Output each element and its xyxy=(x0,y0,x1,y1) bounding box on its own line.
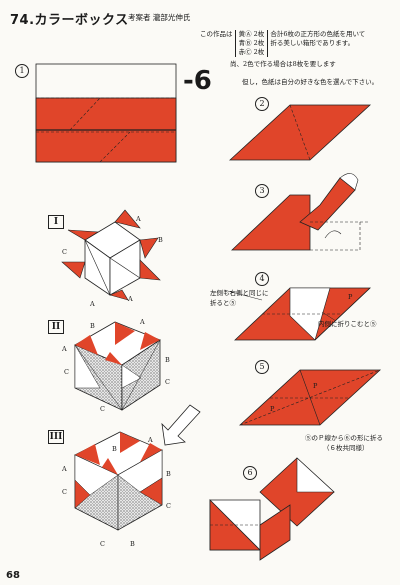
label-a-3: A xyxy=(90,300,95,308)
stage-label-3: III xyxy=(48,430,64,444)
leader-lines xyxy=(223,289,337,322)
page-number: 68 xyxy=(6,570,20,581)
label-b-3: B xyxy=(165,356,170,364)
caption-left-side-line1: 左側も右側と同じに xyxy=(210,289,269,297)
author-label: 考案者 xyxy=(128,13,151,22)
color-item-b: 青Ⓑ 2枚 xyxy=(238,39,265,47)
label-c-3: C xyxy=(165,378,170,386)
label-b-1: B xyxy=(158,236,163,244)
label-c-5: C xyxy=(62,488,67,496)
info-block: この作品は 黄Ⓐ 2枚 青Ⓑ 2枚 赤Ⓒ 2枚 合計6枚の正方形の色紙を用いて … xyxy=(200,30,365,57)
direction-arrow xyxy=(161,404,201,446)
label-b-5: B xyxy=(166,470,171,478)
author-name: 瀧部光伸氏 xyxy=(152,13,191,22)
label-c-1: C xyxy=(62,248,67,256)
step5-diagram xyxy=(238,369,382,426)
step3-diagram xyxy=(230,173,370,251)
step4-diagram xyxy=(233,287,372,341)
label-c-7: C xyxy=(100,540,105,548)
label-b-4: B xyxy=(112,445,117,453)
label-a-7: A xyxy=(62,465,67,473)
label-p-2: P xyxy=(313,382,318,390)
caption-inner-fold: 内側に折りこむと⑤ xyxy=(318,320,377,328)
color-item-a: 黄Ⓐ 2枚 xyxy=(238,30,265,38)
label-c-2: C xyxy=(64,368,69,376)
step2-diagram xyxy=(228,104,372,161)
stage-label-2: II xyxy=(48,320,64,334)
label-a-5: A xyxy=(62,345,67,353)
color-item-c: 赤Ⓒ 2枚 xyxy=(238,48,265,56)
label-p-3: P xyxy=(270,405,275,413)
label-c-6: C xyxy=(166,502,171,510)
caption-left-side-line2: 折ると⑤ xyxy=(210,299,236,307)
label-c-4: C xyxy=(100,405,105,413)
note-color-choice: 但し，色紙は自分の好きな色を選んで下さい。 xyxy=(242,78,379,86)
cube-stage-3 xyxy=(74,431,163,531)
label-a-2: A xyxy=(128,295,133,303)
label-p-1: P xyxy=(348,293,353,301)
label-a-4: A xyxy=(140,318,145,326)
step-number-2: 2 xyxy=(255,97,269,111)
caption-step5-line1: ⑤のＰ線から⑥の形に折る xyxy=(305,434,383,442)
page-title: 74.カラーボックス xyxy=(10,13,129,28)
caption-left-side: 左側も右側と同じに 折ると⑤ xyxy=(210,287,269,307)
label-b-6: B xyxy=(130,540,135,548)
step-number-5: 5 xyxy=(255,360,269,374)
label-a-1: A xyxy=(136,215,141,223)
label-a-6: A xyxy=(148,436,153,444)
author-line: 考案者 瀧部光伸氏 xyxy=(128,12,190,23)
step6-diagram xyxy=(209,457,335,561)
info-intro: この作品は xyxy=(200,30,233,38)
step-number-6: 6 xyxy=(243,466,257,480)
step1-diagram xyxy=(35,63,177,163)
desc-line-2: 折る美しい箱形であります。 xyxy=(270,39,355,47)
caption-step5: ⑤のＰ線から⑥の形に折る （６枚共同様） xyxy=(305,432,383,452)
step-number-3: 3 xyxy=(255,184,269,198)
color-list: 黄Ⓐ 2枚 青Ⓑ 2枚 赤Ⓒ 2枚 xyxy=(234,30,269,57)
cube-stage-2 xyxy=(74,321,161,411)
cube-stage-1 xyxy=(61,209,161,301)
handwritten-mark: -6 xyxy=(183,66,212,96)
step-number-4: 4 xyxy=(255,272,269,286)
step-number-1: 1 xyxy=(15,64,29,78)
stage-label-1: I xyxy=(48,215,64,229)
caption-step5-line2: （６枚共同様） xyxy=(323,444,369,452)
info-desc: 合計6枚の正方形の色紙を用いて 折る美しい箱形であります。 xyxy=(270,30,365,48)
desc-line-1: 合計6枚の正方形の色紙を用いて xyxy=(270,30,366,38)
label-b-2: B xyxy=(90,322,95,330)
note-two-colors: 尚、2色で作る場合は8枚を要します xyxy=(230,60,336,68)
